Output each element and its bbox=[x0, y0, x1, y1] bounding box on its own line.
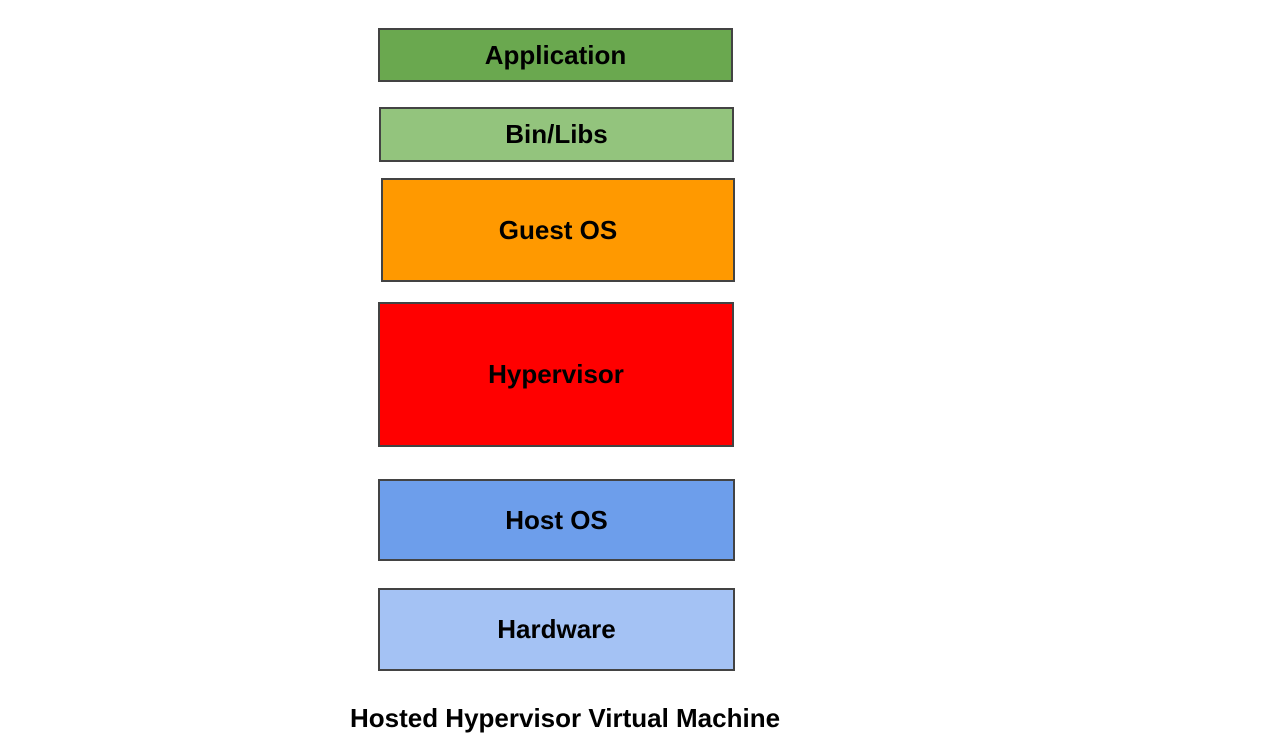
layer-box-hypervisor: Hypervisor bbox=[378, 302, 734, 447]
layer-label-host-os: Host OS bbox=[505, 504, 608, 535]
layer-label-guest-os: Guest OS bbox=[498, 214, 618, 245]
layer-label-hardware: Hardware bbox=[497, 614, 616, 644]
layer-box-host-os: Host OS bbox=[378, 479, 735, 561]
layer-label-bin-libs: Bin/Libs bbox=[505, 119, 608, 149]
layer-label-hypervisor: Hypervisor bbox=[488, 359, 624, 389]
diagram-caption: Hosted Hypervisor Virtual Machine bbox=[349, 703, 781, 733]
layer-label-application: Application bbox=[484, 39, 627, 70]
layer-box-application: Application bbox=[378, 28, 733, 82]
layer-box-hardware: Hardware bbox=[378, 588, 735, 671]
layer-box-guest-os: Guest OS bbox=[381, 178, 735, 282]
layer-box-bin-libs: Bin/Libs bbox=[379, 107, 734, 162]
